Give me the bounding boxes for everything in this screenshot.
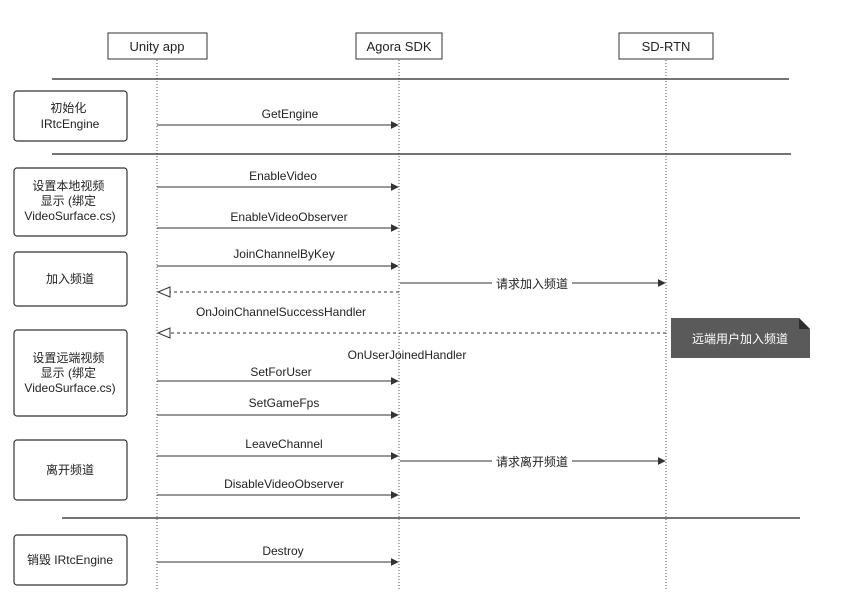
message-label: SetForUser xyxy=(250,365,311,379)
message-label: Destroy xyxy=(262,544,303,558)
message-destroy: Destroy xyxy=(157,544,399,566)
step-label-line: 离开频道 xyxy=(46,462,94,477)
message-enable-video: EnableVideo xyxy=(157,169,399,191)
open-arrowhead-icon xyxy=(156,286,171,298)
note-label: 远端用户加入频道 xyxy=(692,331,788,346)
message-leave-channel: LeaveChannel xyxy=(157,437,399,460)
step-box-remote-video: 设置远端视频 显示 (绑定 VideoSurface.cs) xyxy=(13,329,128,417)
open-arrowhead-icon xyxy=(156,327,171,339)
step-label: 销毁 IRtcEngine xyxy=(27,552,113,567)
participant-sd-rtn: SD-RTN xyxy=(618,32,714,60)
message-request-leave-channel: 请求离开频道 xyxy=(400,454,666,469)
step-label-line: 显示 (绑定 xyxy=(41,193,96,208)
step-label-line: 设置本地视频 xyxy=(32,178,104,193)
message-label: DisableVideoObserver xyxy=(224,477,344,491)
participant-unity-app-label: Unity app xyxy=(130,39,185,54)
step-label: 加入频道 xyxy=(46,272,94,286)
step-label: 初始化 IRtcEngine xyxy=(41,101,100,131)
step-box-destroy-engine: 销毁 IRtcEngine xyxy=(13,534,128,586)
note-fold-icon xyxy=(799,318,810,329)
step-label: 设置远端视频 显示 (绑定 VideoSurface.cs) xyxy=(24,350,115,395)
message-label: 请求离开频道 xyxy=(496,454,568,469)
message-join-channel-by-key: JoinChannelByKey xyxy=(157,247,399,270)
message-label-bg xyxy=(492,454,572,468)
message-label: JoinChannelByKey xyxy=(233,247,334,261)
note-remote-user-joined: 远端用户加入频道 xyxy=(671,318,810,358)
message-user-joined-return xyxy=(156,327,666,339)
step-label-line: IRtcEngine xyxy=(41,117,100,131)
message-label: EnableVideoObserver xyxy=(230,210,347,224)
step-box-init-engine: 初始化 IRtcEngine xyxy=(13,90,128,142)
step-label-line: 销毁 IRtcEngine xyxy=(27,552,113,567)
participant-agora-sdk: Agora SDK xyxy=(355,32,443,60)
step-label-line: 显示 (绑定 xyxy=(41,365,96,380)
step-label: 设置本地视频 显示 (绑定 VideoSurface.cs) xyxy=(24,178,115,223)
step-label-line: 初始化 xyxy=(50,101,86,115)
step-box-local-video: 设置本地视频 显示 (绑定 VideoSurface.cs) xyxy=(13,167,128,237)
participant-sd-rtn-label: SD-RTN xyxy=(642,39,691,54)
message-label: EnableVideo xyxy=(249,169,317,183)
step-box-leave-channel: 离开频道 xyxy=(13,439,128,501)
message-set-for-user: SetForUser xyxy=(157,365,399,385)
callback-label-join-success: OnJoinChannelSuccessHandler xyxy=(196,305,366,319)
message-disable-video-observer: DisableVideoObserver xyxy=(157,477,399,499)
message-label-bg xyxy=(492,276,572,290)
message-label: GetEngine xyxy=(262,107,319,121)
step-label-line: VideoSurface.cs) xyxy=(24,381,115,395)
step-label-line: VideoSurface.cs) xyxy=(24,209,115,223)
message-set-game-fps: SetGameFps xyxy=(157,396,399,419)
step-label-line: 加入频道 xyxy=(46,272,94,286)
participant-agora-sdk-label: Agora SDK xyxy=(366,39,431,54)
step-box-join-channel: 加入频道 xyxy=(13,251,128,307)
callback-label-user-joined: OnUserJoinedHandler xyxy=(348,348,467,362)
message-request-join-channel: 请求加入频道 xyxy=(400,276,666,291)
step-label-line: 设置远端视频 xyxy=(32,350,104,365)
message-join-channel-return xyxy=(156,286,399,298)
message-enable-video-observer: EnableVideoObserver xyxy=(157,210,399,232)
message-label: SetGameFps xyxy=(249,396,320,410)
participant-unity-app: Unity app xyxy=(107,32,208,60)
message-label: 请求加入频道 xyxy=(496,277,568,291)
note-box xyxy=(671,318,810,358)
message-label: LeaveChannel xyxy=(245,437,322,451)
step-label: 离开频道 xyxy=(46,462,94,477)
message-get-engine: GetEngine xyxy=(157,107,399,129)
